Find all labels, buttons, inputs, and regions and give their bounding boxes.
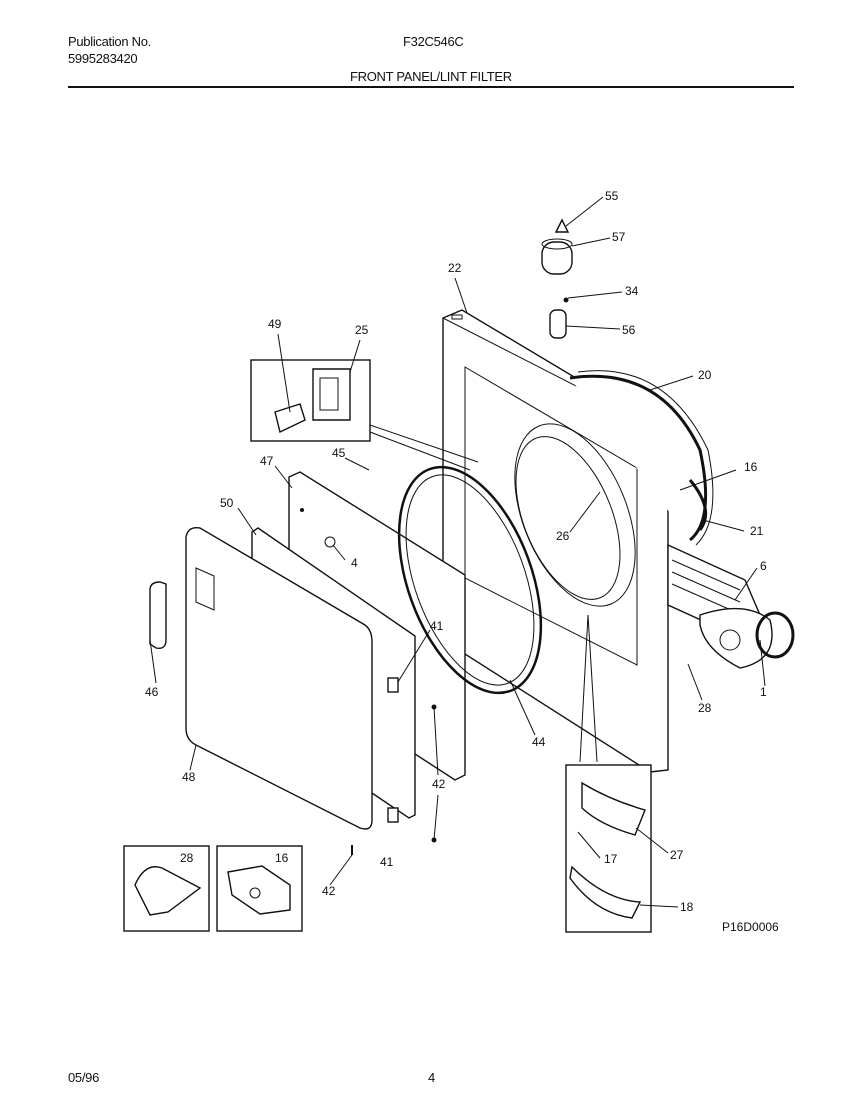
callout-25: 25 (355, 323, 369, 337)
drum-opening (514, 423, 636, 607)
door-switch-inset (250, 359, 479, 471)
callout-42-bottom: 42 (322, 884, 336, 898)
publication-number: 5995283420 (68, 51, 138, 66)
publication-label: Publication No. (68, 34, 151, 49)
callout-26: 26 (556, 529, 570, 543)
callout-22: 22 (448, 261, 462, 275)
callout-1: 1 (760, 685, 767, 699)
callout-41-bottom: 41 (380, 855, 394, 869)
callout-21: 21 (750, 524, 764, 538)
page-title: FRONT PANEL/LINT FILTER (350, 69, 512, 84)
page-number: 4 (428, 1070, 435, 1085)
callout-4: 4 (351, 556, 358, 570)
footer-date: 05/96 (68, 1070, 100, 1085)
callout-48: 48 (182, 770, 196, 784)
callout-28-inset: 28 (180, 851, 194, 865)
door-handle (149, 581, 167, 650)
callout-57: 57 (612, 230, 626, 244)
callout-18: 18 (680, 900, 694, 914)
outer-door (185, 527, 373, 830)
callout-41-top: 41 (430, 619, 444, 633)
model-number: F32C546C (403, 34, 464, 49)
callout-17: 17 (604, 852, 618, 866)
callout-42-top: 42 (432, 777, 446, 791)
callout-6: 6 (760, 559, 767, 573)
lint-duct (667, 543, 795, 669)
detail-inset-28 (123, 845, 210, 932)
callout-27: 27 (670, 848, 684, 862)
lint-filter-inset (565, 614, 652, 933)
callout-56: 56 (622, 323, 636, 337)
callout-45: 45 (332, 446, 346, 460)
callout-50: 50 (220, 496, 234, 510)
leader-lines (149, 196, 766, 908)
door-gasket-ring (397, 465, 543, 695)
callout-46: 46 (145, 685, 159, 699)
callout-16-inset: 16 (275, 851, 289, 865)
callout-47: 47 (260, 454, 274, 468)
door-hinges (351, 677, 437, 855)
callout-44: 44 (532, 735, 546, 749)
callout-20: 20 (698, 368, 712, 382)
callout-49: 49 (268, 317, 282, 331)
callout-55: 55 (605, 189, 619, 203)
callout-labels: 55 57 34 56 22 20 49 25 16 21 45 47 26 6… (145, 189, 779, 934)
callout-28: 28 (698, 701, 712, 715)
drum-light-assembly (541, 218, 573, 339)
header-rule (68, 86, 794, 88)
callout-34: 34 (625, 284, 639, 298)
detail-inset-16 (216, 845, 303, 932)
diagram-code: P16D0006 (722, 920, 779, 934)
callout-16: 16 (744, 460, 758, 474)
